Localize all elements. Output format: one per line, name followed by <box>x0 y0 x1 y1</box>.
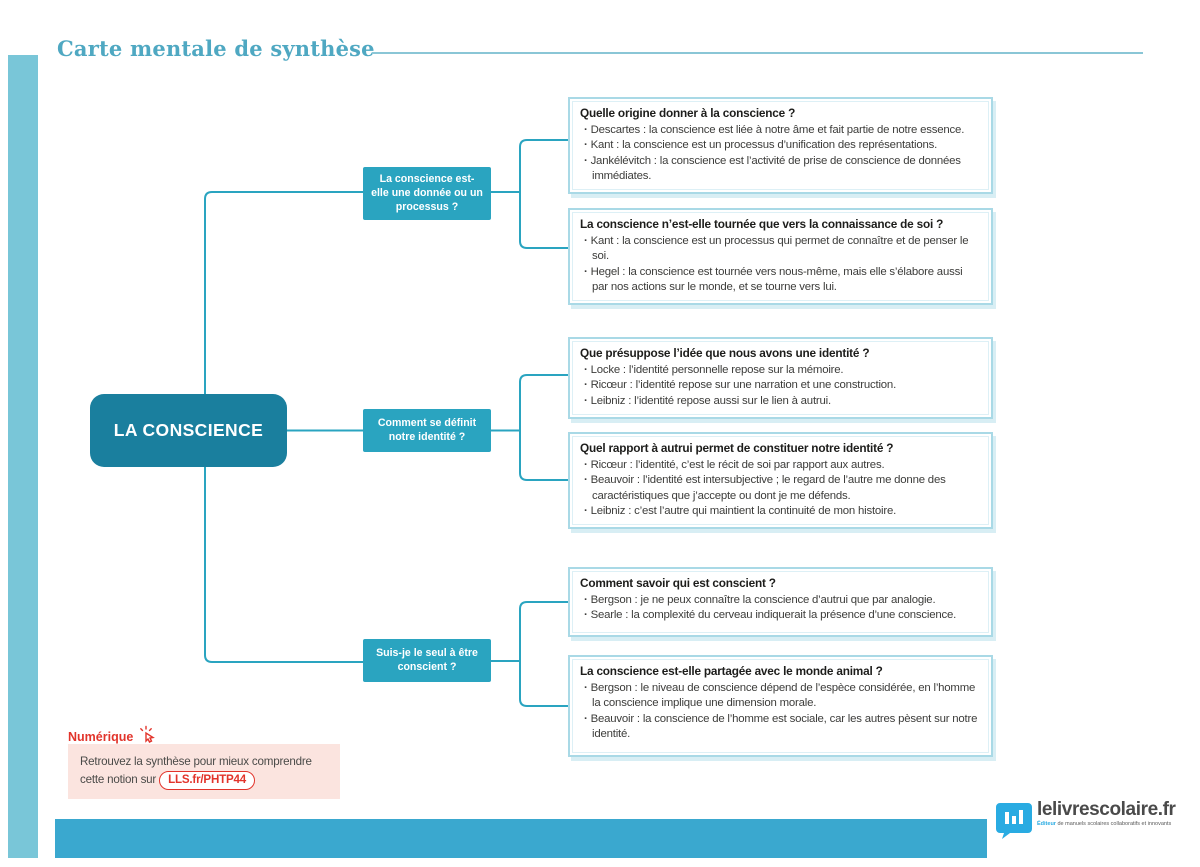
question-node-1: La conscience est-elle une donnée ou un … <box>363 167 491 221</box>
answer-box-title: Comment savoir qui est conscient ? <box>580 576 776 590</box>
publisher-name: lelivrescolaire.fr <box>1037 799 1176 820</box>
answer-bullet: Bergson : le niveau de conscience dépend… <box>580 681 981 711</box>
answer-box-title: La conscience est-elle partagée avec le … <box>580 664 883 678</box>
answer-bullet: Bergson : je ne peux connaître la consci… <box>580 593 981 608</box>
question-node-2: Comment se définit notre identité ? <box>363 409 491 452</box>
click-cursor-icon <box>137 724 159 749</box>
answer-box-title: Que présuppose l’idée que nous avons une… <box>580 346 870 360</box>
numerique-label-text: Numérique <box>68 729 134 744</box>
question-node-3: Suis-je le seul à être conscient ? <box>363 639 491 682</box>
answer-box-qui-est-conscient: Comment savoir qui est conscient ? Bergs… <box>568 567 993 637</box>
page-title: Carte mentale de synthèse <box>57 36 375 61</box>
answer-bullet: Ricœur : l’identité repose sur une narra… <box>580 378 981 393</box>
answer-bullet: Leibniz : c’est l’autre qui maintient la… <box>580 504 981 519</box>
answer-box-rapport-autrui: Quel rapport à autrui permet de constitu… <box>568 432 993 529</box>
answer-box-title: La conscience n’est-elle tournée que ver… <box>580 217 944 231</box>
publisher-tagline: Éditeur de manuels scolaires collaborati… <box>1037 821 1172 827</box>
bottom-accent-bar <box>55 819 987 858</box>
answer-bullet: Locke : l’identité personnelle repose su… <box>580 363 981 378</box>
answer-bullet: Ricœur : l’identité, c’est le récit de s… <box>580 458 981 473</box>
answer-box-presuppose-identite: Que présuppose l’idée que nous avons une… <box>568 337 993 419</box>
answer-bullet: Beauvoir : l’identité est intersubjectiv… <box>580 473 981 503</box>
answer-bullet: Searle : la complexité du cerveau indiqu… <box>580 608 981 623</box>
answer-bullet: Kant : la conscience est un processus d’… <box>580 138 981 153</box>
answer-bullet: Kant : la conscience est un processus qu… <box>580 234 981 264</box>
numerique-text: Retrouvez la synthèse pour mieux compren… <box>80 755 312 786</box>
left-accent-bar <box>8 55 38 858</box>
answer-box-monde-animal: La conscience est-elle partagée avec le … <box>568 655 993 757</box>
answer-bullet: Jankélévitch : la conscience est l’activ… <box>580 154 981 184</box>
answer-bullet: Descartes : la conscience est liée à not… <box>580 123 981 138</box>
answer-bullet: Leibniz : l’identité repose aussi sur le… <box>580 394 981 409</box>
answer-box-origine: Quelle origine donner à la conscience ? … <box>568 97 993 194</box>
answer-box-title: Quelle origine donner à la conscience ? <box>580 106 796 120</box>
lls-link[interactable]: LLS.fr/PHTP44 <box>159 770 256 790</box>
numerique-label: Numérique <box>68 724 159 749</box>
answer-bullet: Beauvoir : la conscience de l’homme est … <box>580 712 981 742</box>
answer-box-title: Quel rapport à autrui permet de constitu… <box>580 441 894 455</box>
answer-bullet: Hegel : la conscience est tournée vers n… <box>580 265 981 295</box>
answer-box-connaissance-de-soi: La conscience n’est-elle tournée que ver… <box>568 208 993 305</box>
numerique-callout: Retrouvez la synthèse pour mieux compren… <box>68 744 340 799</box>
publisher-logo: lelivrescolaire.fr Éditeur de manuels sc… <box>995 800 1176 845</box>
lelivrescolaire-logo-icon <box>995 800 1033 845</box>
title-rule <box>372 52 1143 54</box>
root-node: LA CONSCIENCE <box>90 394 287 467</box>
